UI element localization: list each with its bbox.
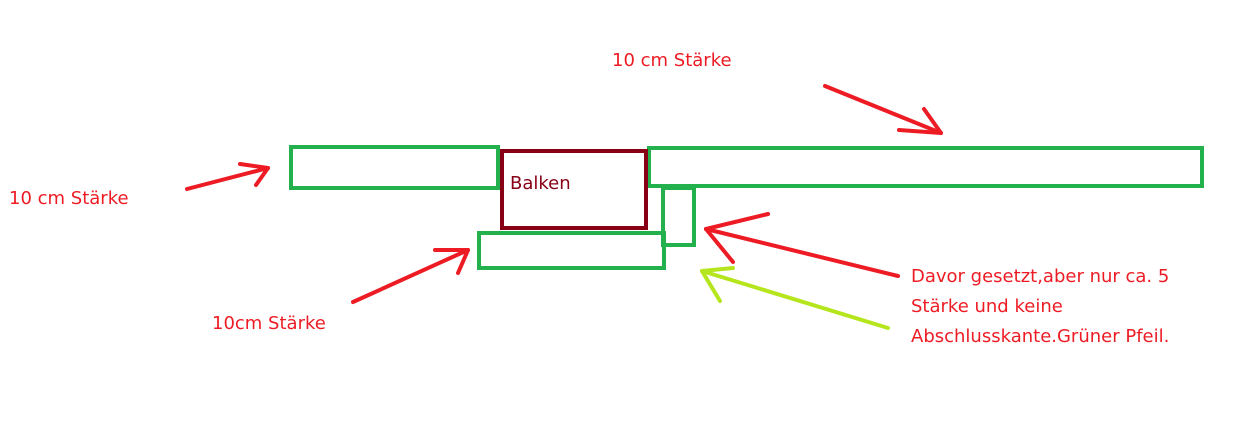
arrow-note-red [704, 212, 900, 278]
right-board [647, 146, 1204, 188]
label-top-right: 10 cm Stärke [612, 50, 732, 71]
left-board [289, 145, 500, 190]
note-text: Davor gesetzt,aber nur ca. 5 Stärke und … [911, 262, 1169, 352]
note-line-2: Stärke und keine [911, 296, 1063, 317]
arrow-left [185, 162, 270, 191]
label-bottom-left: 10cm Stärke [212, 313, 326, 334]
arrow-top-right [823, 84, 943, 135]
small-board [661, 186, 696, 247]
beam-label: Balken [510, 173, 571, 194]
beam-box [500, 149, 648, 230]
note-line-3: Abschlusskante.Grüner Pfeil. [911, 326, 1170, 347]
arrow-note-green [700, 266, 890, 330]
label-left: 10 cm Stärke [9, 188, 129, 209]
note-line-1: Davor gesetzt,aber nur ca. 5 [911, 266, 1170, 287]
arrow-bottom-left [351, 248, 470, 304]
lower-board [477, 231, 666, 270]
